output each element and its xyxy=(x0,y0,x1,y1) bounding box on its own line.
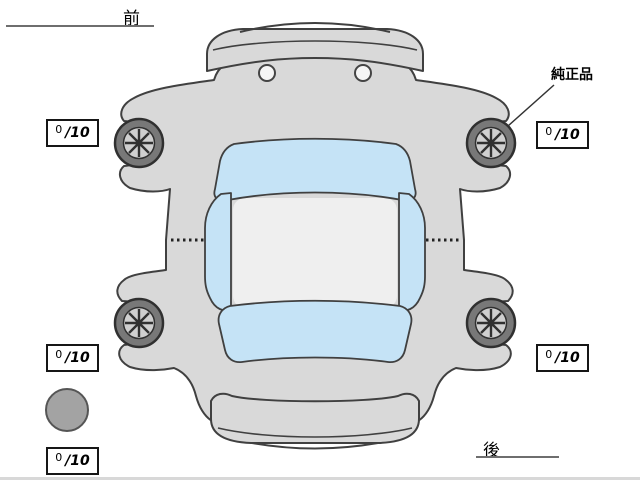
tire-score-value: 0 xyxy=(545,347,553,361)
rear-right-wheel-icon xyxy=(465,297,517,349)
rear-left-wheel-icon xyxy=(113,297,165,349)
front-label-underline xyxy=(6,25,154,27)
front-right-wheel-icon xyxy=(465,117,517,169)
front-bumper xyxy=(206,28,424,72)
hood-detail-left xyxy=(258,64,276,82)
tire-score-max: /10 xyxy=(65,350,90,366)
tire-score-box-rear-left: 0 /10 xyxy=(46,344,99,372)
genuine-part-label: 純正品 xyxy=(551,67,593,83)
genuine-part-leader-line xyxy=(507,84,555,127)
front-direction-label: 前 xyxy=(123,9,141,29)
tire-score-max: /10 xyxy=(555,350,580,366)
tire-score-box-rear-right: 0 /10 xyxy=(536,344,589,372)
rear-window-glass xyxy=(217,299,413,364)
tire-score-max: /10 xyxy=(65,453,90,469)
tire-score-box-front-right: 0 /10 xyxy=(536,121,589,149)
rear-lip xyxy=(251,442,379,450)
tire-score-value: 0 xyxy=(55,122,63,136)
windshield-glass xyxy=(213,137,417,202)
hood-detail-right xyxy=(354,64,372,82)
front-bumper-seam xyxy=(212,40,418,51)
tire-score-max: /10 xyxy=(65,125,90,141)
car-roof xyxy=(233,198,397,308)
spare-tire-icon xyxy=(45,388,89,432)
right-side-window-glass xyxy=(398,192,426,311)
tire-score-max: /10 xyxy=(555,127,580,143)
front-left-wheel-icon xyxy=(113,117,165,169)
left-side-window-glass xyxy=(204,192,232,311)
tire-score-box-spare: 0 /10 xyxy=(46,447,99,475)
tire-score-value: 0 xyxy=(55,347,63,361)
rear-bumper xyxy=(210,392,420,444)
rear-label-underline xyxy=(476,456,559,458)
tire-score-box-front-left: 0 /10 xyxy=(46,119,99,147)
tire-score-value: 0 xyxy=(55,450,63,464)
rear-bumper-seam xyxy=(217,427,413,438)
front-lip xyxy=(239,22,391,33)
bottom-frame-line xyxy=(0,477,640,480)
tire-score-value: 0 xyxy=(545,124,553,138)
